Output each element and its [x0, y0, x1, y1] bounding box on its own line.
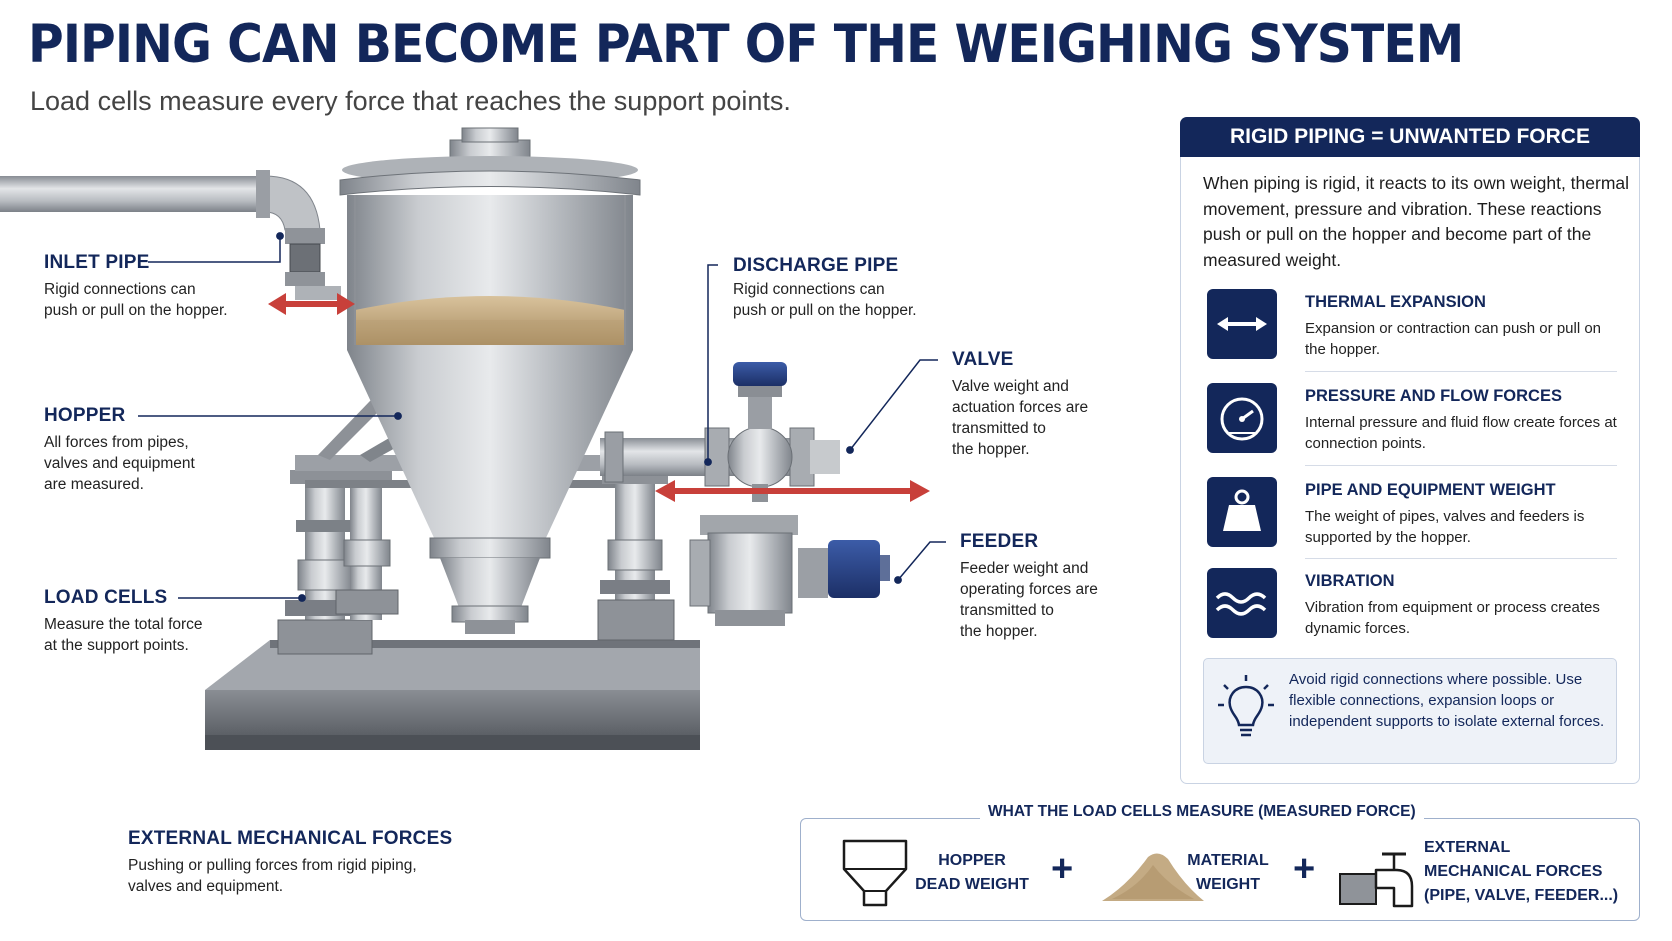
- cause-desc: Internal pressure and fluid flow create …: [1305, 414, 1617, 452]
- measured-item-label: EXTERNAL MECHANICAL FORCES (PIPE, VALVE,…: [1424, 839, 1619, 904]
- material-cutaway: [354, 195, 626, 345]
- double-arrow-icon: [1207, 289, 1277, 359]
- cause-title: PRESSURE AND FLOW FORCES: [1305, 387, 1562, 405]
- panel-header: RIGID PIPING = UNWANTED FORCE: [1180, 117, 1640, 157]
- hopper-desc: All forces from pipes, valves and equipm…: [44, 434, 195, 493]
- rigid-piping-panel: RIGID PIPING = UNWANTED FORCE When pipin…: [1180, 117, 1640, 784]
- cause-desc: The weight of pipes, valves and feeders …: [1305, 508, 1585, 546]
- pipe-valve-icon: [1339, 852, 1414, 908]
- load-cell-right: [597, 470, 675, 641]
- tip-box: Avoid rigid connections where possible. …: [1203, 658, 1617, 764]
- divider: [1305, 558, 1617, 559]
- wave-icon: [1207, 568, 1277, 638]
- valve: [727, 362, 793, 502]
- cause-title: PIPE AND EQUIPMENT WEIGHT: [1305, 481, 1556, 499]
- legend-desc: Pushing or pulling forces from rigid pip…: [128, 857, 417, 895]
- plus-operator: +: [1293, 848, 1316, 890]
- cause-title: THERMAL EXPANSION: [1305, 293, 1486, 311]
- divider: [1305, 371, 1617, 372]
- cause-desc: Vibration from equipment or process crea…: [1305, 599, 1600, 637]
- inlet-pipe: [0, 170, 341, 300]
- discharge-pipe-desc: Rigid connections can push or pull on th…: [733, 281, 917, 319]
- panel-intro: When piping is rigid, it reacts to its o…: [1203, 173, 1630, 270]
- cause-title: VIBRATION: [1305, 572, 1395, 590]
- base-frame: [205, 640, 700, 750]
- hopper-system-illustration: [0, 127, 946, 750]
- feeder-title: FEEDER: [960, 531, 1039, 552]
- plus-operator: +: [1051, 848, 1074, 890]
- page-title: PIPING CAN BECOME PART OF THE WEIGHING S…: [28, 14, 1464, 75]
- leader-lines: [138, 232, 946, 602]
- page-subtitle: Load cells measure every force that reac…: [30, 86, 791, 116]
- cause-pipe-equipment-weight: PIPE AND EQUIPMENT WEIGHT The weight of …: [1207, 477, 1617, 551]
- cause-thermal-expansion: THERMAL EXPANSION Expansion or contracti…: [1207, 289, 1617, 363]
- measured-item-label: MATERIAL WEIGHT: [1187, 852, 1269, 893]
- hopper-vessel: [339, 127, 641, 634]
- weight-icon: [1207, 477, 1277, 547]
- load-cells-title: LOAD CELLS: [44, 587, 168, 608]
- inlet-pipe-title: INLET PIPE: [44, 252, 150, 273]
- feeder-desc: Feeder weight and operating forces are t…: [960, 560, 1098, 640]
- load-cells-desc: Measure the total force at the support p…: [44, 616, 203, 654]
- cause-pressure-flow: PRESSURE AND FLOW FORCES Internal pressu…: [1207, 383, 1617, 457]
- valve-desc: Valve weight and actuation forces are tr…: [952, 378, 1089, 458]
- inlet-pipe-desc: Rigid connections can push or pull on th…: [44, 281, 228, 319]
- feeder: [689, 515, 890, 626]
- cause-vibration: VIBRATION Vibration from equipment or pr…: [1207, 568, 1617, 642]
- force-arrow-discharge: [655, 480, 930, 502]
- load-cell-left-rear: [335, 470, 399, 620]
- hopper-icon: [842, 839, 908, 907]
- gauge-icon: [1207, 383, 1277, 453]
- measured-force-title: WHAT THE LOAD CELLS MEASURE (MEASURED FO…: [980, 803, 1424, 821]
- material-pile-icon: [1102, 853, 1204, 901]
- tip-text: Avoid rigid connections where possible. …: [1289, 671, 1605, 730]
- lightbulb-icon: [1218, 675, 1274, 737]
- divider: [1305, 465, 1617, 466]
- force-arrow-inlet: [268, 293, 355, 315]
- cause-desc: Expansion or contraction can push or pul…: [1305, 320, 1602, 358]
- discharge-pipe-title: DISCHARGE PIPE: [733, 255, 899, 276]
- legend-title: EXTERNAL MECHANICAL FORCES: [128, 828, 453, 849]
- hopper-title: HOPPER: [44, 405, 126, 426]
- measured-item-label: HOPPER DEAD WEIGHT: [915, 852, 1029, 893]
- valve-title: VALVE: [952, 349, 1014, 370]
